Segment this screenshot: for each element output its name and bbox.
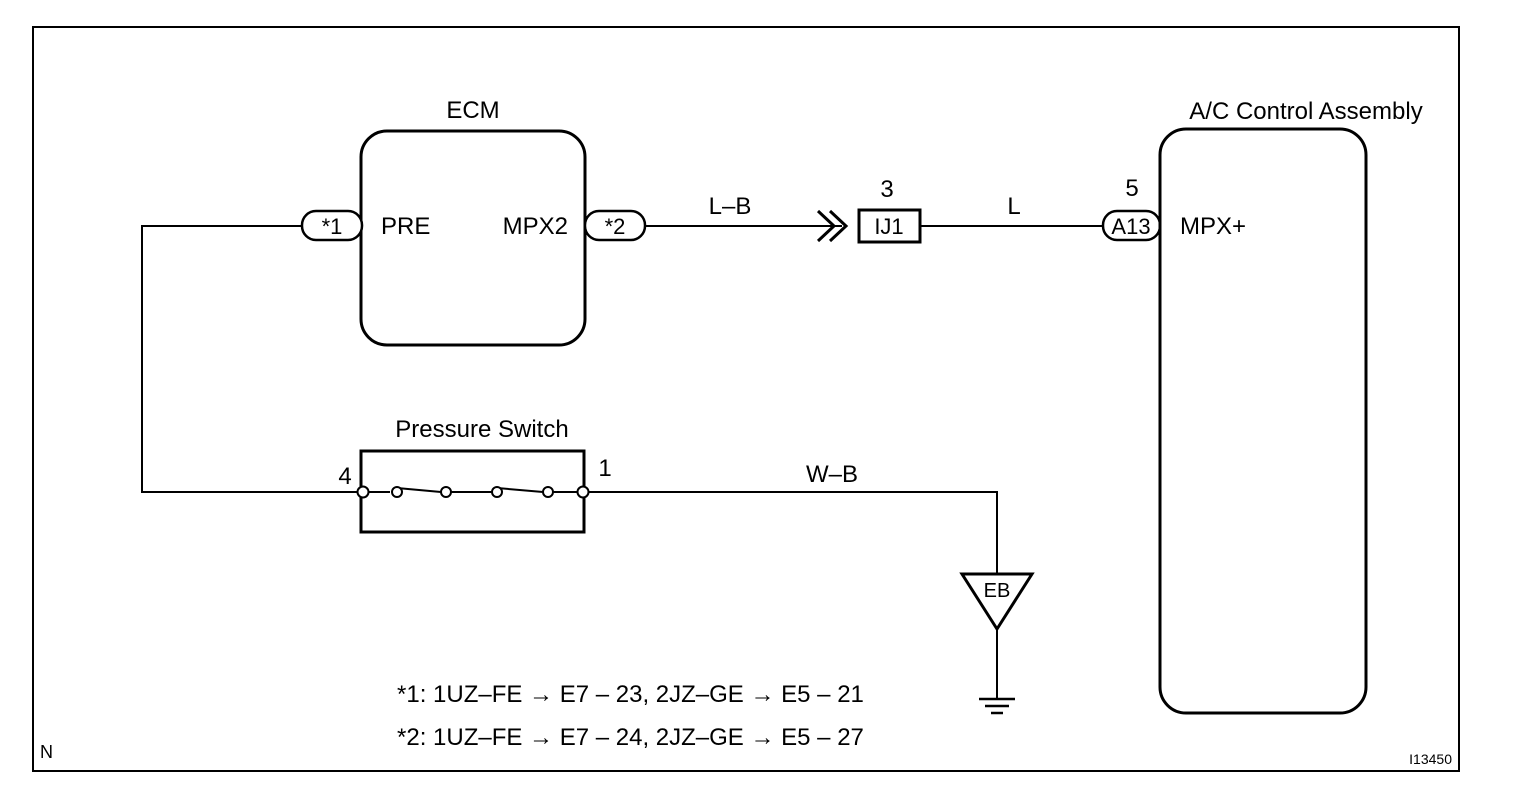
ecm-connector-2: *2 [583,209,647,242]
ground-label: EB [984,580,1011,602]
ground-symbol-icon [979,697,1015,715]
wire-wb-label: W–B [806,461,858,488]
ecm-box [359,129,587,347]
junction-box [857,208,922,244]
note-1: *1: 1UZ–FE → E7 – 23, 2JZ–GE → E5 – 21 [397,681,864,708]
switch-contacts-icon [356,485,590,499]
connector-2-label: *2 [605,214,626,239]
pressure-switch-title: Pressure Switch [395,416,568,443]
ac-pin-mpx: MPX+ [1180,213,1246,240]
ecm-pin-pre: PRE [381,213,430,240]
ac-control-assembly: A/C Control Assembly MPX+ [1158,98,1423,715]
note-2: *2: 1UZ–FE → E7 – 24, 2JZ–GE → E5 – 27 [397,724,864,751]
ecm-unit: ECM PRE MPX2 [359,97,587,347]
ac-control-box [1158,127,1368,715]
ecm-title: ECM [446,97,499,124]
ecm-pin-mpx2: MPX2 [503,213,568,240]
a13-pin: 5 [1125,175,1138,202]
ground-point-eb: EB [959,572,1035,715]
wire-wb [589,491,998,573]
ac-control-title: A/C Control Assembly [1189,98,1422,125]
corner-mark-n: N [40,742,53,762]
wire-l-label: L [1007,193,1020,220]
junction-pin: 3 [880,176,893,203]
junction-label: IJ1 [874,214,903,239]
double-chevron-icon [816,209,849,243]
connector-1-label: *1 [322,214,343,239]
wire-pre-to-switch [141,225,357,493]
wire-lb-label: L–B [709,193,752,220]
ecm-connector-1: *1 [300,209,364,242]
junction-ij1: IJ1 3 [857,176,922,244]
ac-connector-a13: A13 5 [1101,175,1162,242]
pressure-switch: Pressure Switch 4 1 [338,416,612,534]
ground-triangle-icon [959,572,1035,632]
pressure-switch-pin-1: 1 [598,455,611,482]
diagram-frame [32,26,1460,772]
figure-id: I13450 [1409,751,1452,767]
a13-label: A13 [1111,214,1150,239]
pressure-switch-pin-4: 4 [338,463,351,490]
